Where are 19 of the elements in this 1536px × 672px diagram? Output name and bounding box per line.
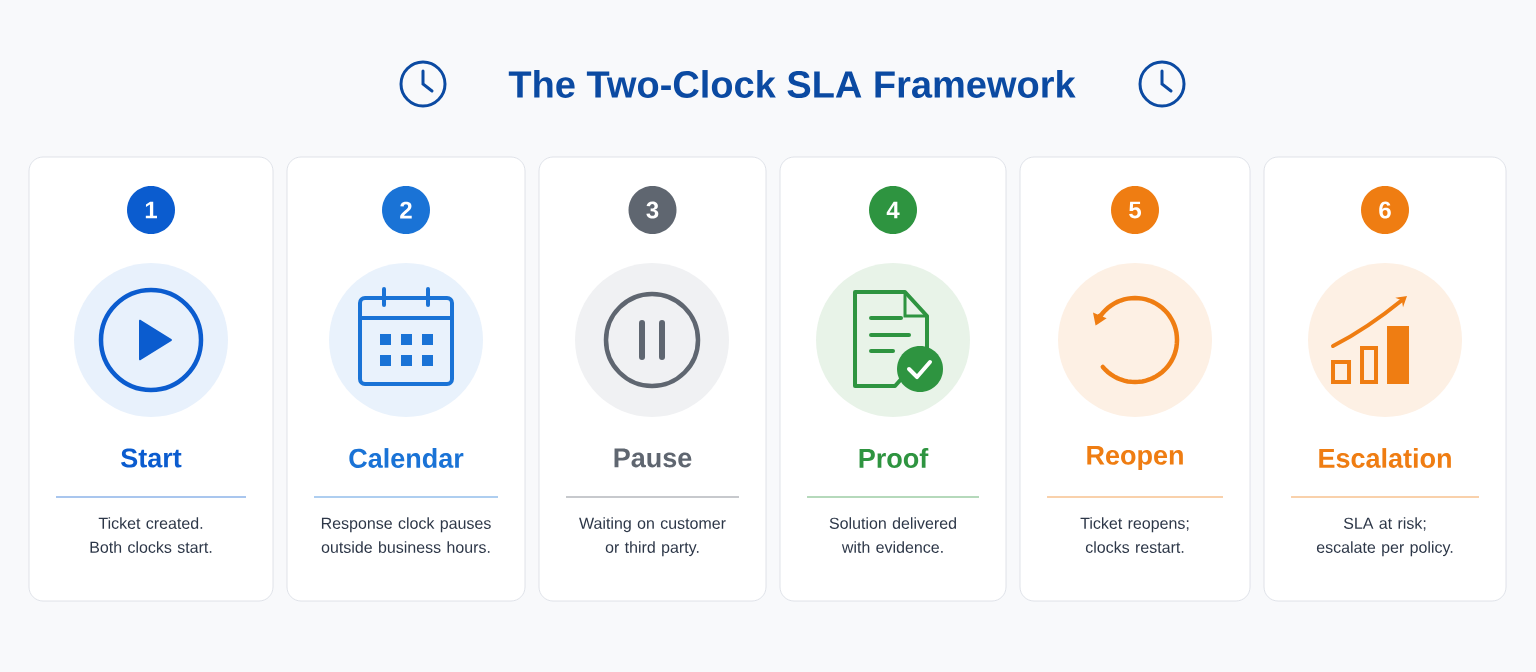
step-description: Ticket created. Both clocks start. [90, 517, 212, 553]
step-description: SLA at risk; escalate per policy. [1316, 517, 1453, 557]
step-number-badge: 5 [1111, 186, 1159, 234]
step-number-badge: 4 [869, 186, 917, 234]
step-description: Response clock pauses outside business hours. [321, 517, 491, 553]
step-title: Calendar [349, 448, 464, 468]
step-number-badge: 1 [127, 186, 175, 234]
step-description: Ticket reopens; clocks restart. [1080, 517, 1189, 553]
step-title: Proof [859, 448, 929, 468]
step-title: Escalation [1319, 448, 1451, 468]
step-number-badge: 6 [1361, 186, 1409, 234]
step-number-badge: 2 [382, 186, 430, 234]
step-description: Solution delivered with evidence. [829, 517, 956, 553]
diagram-title: The Two-Clock SLA Framework [508, 70, 1076, 98]
step-number-badge: 3 [628, 186, 677, 234]
step-title: Start [121, 448, 182, 468]
step-description: Waiting on customer or third party. [579, 517, 726, 557]
step-title: Pause [614, 448, 692, 468]
step-title: Reopen [1087, 445, 1183, 471]
